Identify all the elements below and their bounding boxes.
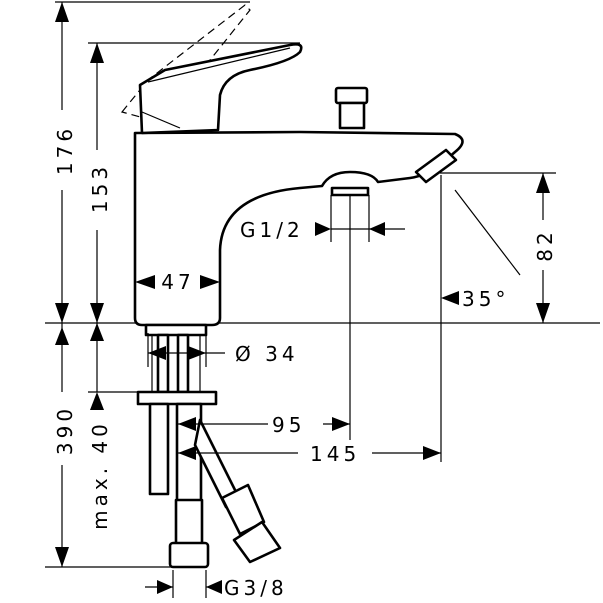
dim-35-label: 35° — [462, 287, 509, 311]
dim-82-label: 82 — [533, 228, 557, 261]
faucet-body — [133, 43, 464, 327]
mounting-nut — [136, 390, 218, 406]
dim-g12: G1/2 — [240, 195, 405, 242]
dim-145-label: 145 — [310, 442, 360, 466]
dim-153-label: 153 — [88, 163, 112, 213]
dim-82: 82 — [533, 173, 557, 323]
dim-153: 153 — [88, 43, 112, 323]
shank-and-hoses — [136, 323, 282, 569]
dim-34-label: Ø 34 — [235, 342, 299, 366]
dim-390: 390 — [53, 323, 77, 567]
dim-95: 95 — [178, 413, 350, 437]
dim-max-40: max. 40 — [88, 323, 112, 530]
dim-diameter-34: Ø 34 — [147, 333, 299, 367]
diverter-button — [334, 86, 369, 105]
dim-g38: G3/8 — [145, 570, 288, 600]
angle-line — [454, 189, 521, 276]
aerator — [330, 186, 370, 197]
dim-47: 47 — [135, 270, 220, 294]
dim-g38-label: G3/8 — [224, 576, 288, 600]
dim-47-label: 47 — [161, 270, 194, 294]
dim-176: 176 — [53, 2, 77, 323]
dim-390-label: 390 — [53, 405, 77, 455]
dim-176-label: 176 — [53, 125, 77, 175]
dim-35-degrees: 35° — [441, 287, 509, 311]
dim-95-label: 95 — [272, 413, 305, 437]
dim-max-40-label: max. 40 — [88, 420, 112, 530]
dim-145: 145 — [178, 442, 441, 466]
dim-g12-label: G1/2 — [240, 218, 304, 242]
spout-nozzle — [414, 148, 458, 184]
